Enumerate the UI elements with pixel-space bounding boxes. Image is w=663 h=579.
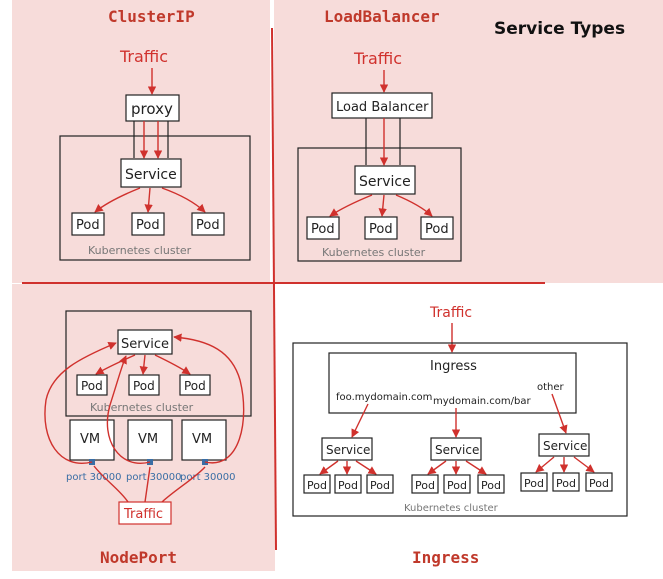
nodeport-heading: NodePort xyxy=(100,548,177,567)
svg-text:Service: Service xyxy=(543,439,587,453)
svg-text:Pod: Pod xyxy=(338,479,358,492)
ingress-pod-2 xyxy=(334,474,362,494)
svg-text:VM: VM xyxy=(80,432,100,447)
svg-text:Pod: Pod xyxy=(136,218,160,233)
nodeport-service-label: Service xyxy=(121,337,169,352)
nodeport-service-box xyxy=(117,329,173,355)
nodeport-cluster-label: Kubernetes cluster xyxy=(90,401,194,414)
panel-loadbalancer xyxy=(274,0,663,283)
ingress-pod-7 xyxy=(520,472,548,492)
lb-pod-2 xyxy=(364,216,398,240)
svg-text:Pod: Pod xyxy=(81,379,103,393)
svg-text:VM: VM xyxy=(192,432,212,447)
nodeport-port-1: port 30000 xyxy=(66,472,122,483)
ingress-pod-1 xyxy=(303,474,331,494)
ingress-pod-5 xyxy=(443,474,471,494)
svg-text:Pod: Pod xyxy=(311,222,335,237)
ingress-cluster-box xyxy=(292,342,628,517)
clusterip-service-box xyxy=(120,158,182,188)
clusterip-cluster-label: Kubernetes cluster xyxy=(88,244,192,257)
svg-text:Service: Service xyxy=(435,443,479,457)
ingress-pod-8 xyxy=(552,472,580,492)
svg-text:Pod: Pod xyxy=(425,222,449,237)
lb-service-box xyxy=(354,165,416,195)
svg-text:Pod: Pod xyxy=(307,479,327,492)
svg-text:Pod: Pod xyxy=(447,479,467,492)
nodeport-traffic-label: Traffic xyxy=(123,507,163,522)
clusterip-cluster-box xyxy=(59,135,251,261)
ingress-pod-6 xyxy=(477,474,505,494)
clusterip-heading: ClusterIP xyxy=(108,7,195,26)
svg-text:Pod: Pod xyxy=(589,477,609,490)
clusterip-pod-2 xyxy=(131,212,165,236)
lb-pod-1 xyxy=(306,216,340,240)
nodeport-cluster-box xyxy=(65,310,252,417)
clusterip-proxy-box xyxy=(125,94,180,122)
nodeport-pod-3 xyxy=(179,374,211,396)
clusterip-pod-3 xyxy=(191,212,225,236)
svg-text:Pod: Pod xyxy=(481,479,501,492)
svg-text:Service: Service xyxy=(326,443,370,457)
ingress-box xyxy=(328,352,577,414)
svg-text:Pod: Pod xyxy=(196,218,220,233)
ingress-pod-4 xyxy=(411,474,439,494)
page-title: Service Types xyxy=(494,19,625,39)
svg-text:Pod: Pod xyxy=(369,222,393,237)
svg-text:Pod: Pod xyxy=(370,479,390,492)
svg-text:VM: VM xyxy=(138,432,158,447)
svg-text:Pod: Pod xyxy=(524,477,544,490)
ingress-heading: Ingress xyxy=(412,548,479,567)
lb-cluster-label: Kubernetes cluster xyxy=(322,246,426,259)
svg-text:Pod: Pod xyxy=(184,379,206,393)
clusterip-diagram: Traffic proxy Service Pod Pod Pod Kubern… xyxy=(59,47,251,261)
nodeport-diagram: Service Pod Pod Pod Kubernetes cluster V… xyxy=(44,310,252,525)
ingress-diagram: Traffic Ingress foo.mydomain.com mydomai… xyxy=(292,305,628,517)
divider-vertical xyxy=(271,27,277,551)
loadbalancer-heading: LoadBalancer xyxy=(324,7,440,26)
lb-pod-3 xyxy=(420,216,454,240)
nodeport-vm-2 xyxy=(127,419,173,461)
lb-traffic-label: Traffic xyxy=(353,49,402,68)
ingress-route-2: mydomain.com/bar xyxy=(433,396,531,407)
ingress-cluster-label: Kubernetes cluster xyxy=(404,503,499,514)
ingress-pod-9 xyxy=(585,472,613,492)
clusterip-proxy-label: proxy xyxy=(131,100,173,118)
lb-label: Load Balancer xyxy=(336,100,429,115)
lb-service-label: Service xyxy=(359,174,411,190)
ingress-service-2 xyxy=(430,437,482,461)
ingress-route-3: other xyxy=(537,382,565,393)
ingress-route-1: foo.mydomain.com xyxy=(336,392,432,403)
clusterip-traffic-label: Traffic xyxy=(119,47,168,66)
ingress-traffic-label: Traffic xyxy=(429,305,472,321)
nodeport-vm-1 xyxy=(69,419,115,461)
ingress-service-1 xyxy=(321,437,373,461)
lb-cluster-box xyxy=(297,147,462,262)
nodeport-pod-1 xyxy=(76,374,108,396)
svg-text:Pod: Pod xyxy=(76,218,100,233)
svg-text:Pod: Pod xyxy=(556,477,576,490)
clusterip-pod-1 xyxy=(71,212,105,236)
clusterip-service-label: Service xyxy=(125,167,177,183)
nodeport-port-2: port 30000 xyxy=(126,472,182,483)
loadbalancer-diagram: Traffic Load Balancer Service Pod Pod Po… xyxy=(297,49,462,262)
svg-text:Pod: Pod xyxy=(415,479,435,492)
nodeport-port-3: port 30000 xyxy=(180,472,236,483)
panel-clusterip xyxy=(12,0,270,283)
svg-text:Pod: Pod xyxy=(133,379,155,393)
lb-box xyxy=(331,92,433,119)
nodeport-pod-2 xyxy=(128,374,160,396)
ingress-label: Ingress xyxy=(430,359,477,374)
ingress-pod-3 xyxy=(366,474,394,494)
ingress-service-3 xyxy=(538,433,590,457)
